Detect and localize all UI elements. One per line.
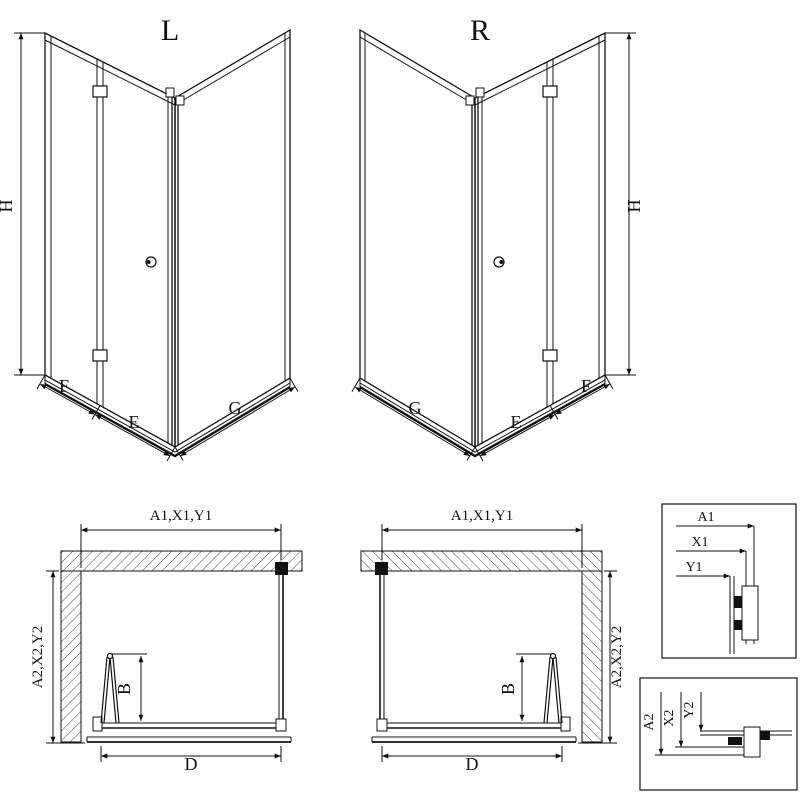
dim-label-e-left: E xyxy=(129,412,140,432)
dim-label-a1: A1 xyxy=(697,510,714,525)
dim-label-f-left: F xyxy=(59,376,69,396)
dim-label-d-left-plan: D xyxy=(185,754,198,774)
iso-view-left-geometry xyxy=(14,30,298,461)
dim-label-x2: X2 xyxy=(662,709,677,726)
wall-profile-section xyxy=(729,526,759,654)
detail-box-depth-profile: A2 X2 Y2 xyxy=(639,677,798,791)
plan-view-left-geometry xyxy=(46,524,302,762)
iso-view-right-geometry xyxy=(352,30,636,461)
dim-label-y2: Y2 xyxy=(682,701,697,718)
dim-label-width-left-plan: A1,X1,Y1 xyxy=(150,508,213,524)
detail-dim-lines xyxy=(658,692,704,755)
dim-label-e-right: E xyxy=(511,412,522,432)
variant-label-left: L xyxy=(161,14,179,47)
dim-label-y1: Y1 xyxy=(685,560,702,575)
dim-label-a2: A2 xyxy=(642,713,657,730)
dim-label-b-right-plan: B xyxy=(498,683,518,695)
dim-label-g-right: G xyxy=(409,398,422,418)
dim-label-b-left-plan: B xyxy=(114,683,134,695)
dim-label-d-right-plan: D xyxy=(466,754,479,774)
dim-label-width-right-plan: A1,X1,Y1 xyxy=(451,508,514,524)
dim-label-depth-left-plan: A2,X2,Y2 xyxy=(30,626,46,689)
threshold-profile-section xyxy=(655,726,792,758)
detail-box-width-profile: A1 X1 Y1 xyxy=(661,503,797,659)
dim-label-f-right: F xyxy=(581,376,591,396)
dim-label-g-left: G xyxy=(229,398,242,418)
detail-dim-lines xyxy=(676,523,754,579)
plan-view-right-geometry xyxy=(361,524,617,762)
dim-label-depth-right-plan: A2,X2,Y2 xyxy=(609,626,625,689)
dim-label-h-left: H xyxy=(0,200,16,213)
dim-label-x1: X1 xyxy=(691,535,708,550)
variant-label-right: R xyxy=(470,14,490,47)
dim-label-h-right: H xyxy=(624,200,644,213)
